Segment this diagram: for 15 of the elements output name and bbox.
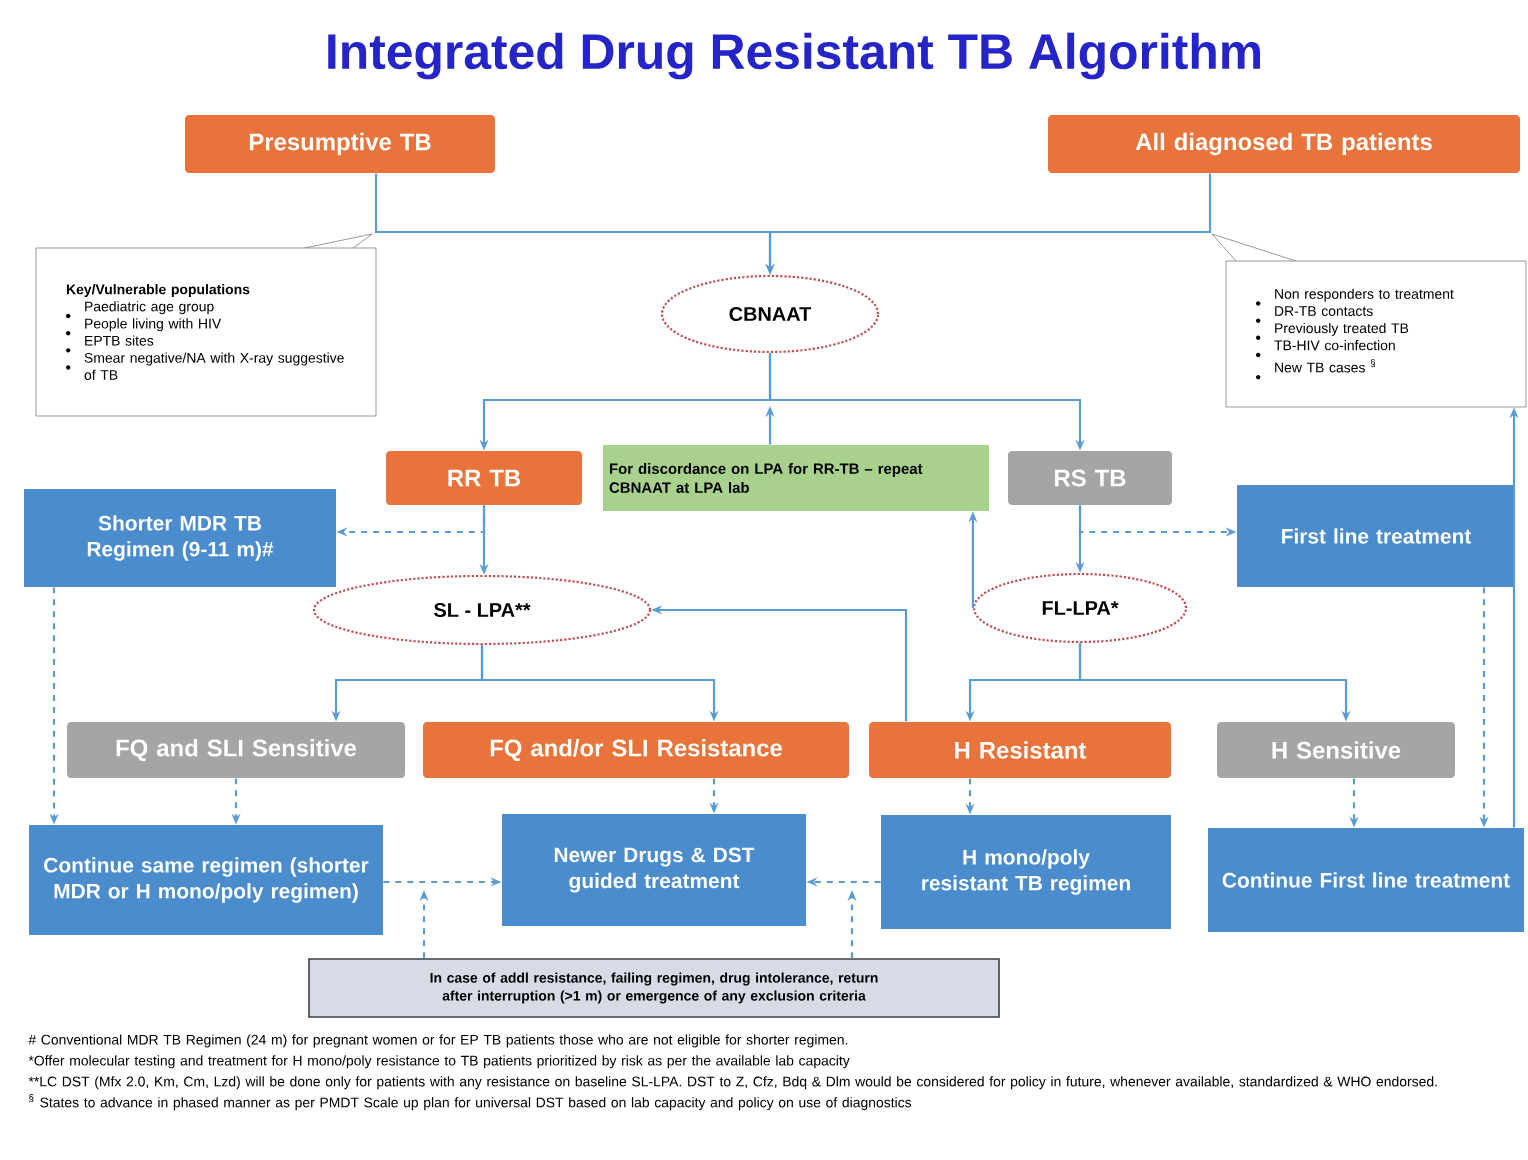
result-box: Presumptive TB — [185, 115, 495, 173]
result-box: RS TB — [1008, 451, 1172, 505]
result-box: All diagnosed TB patients — [1048, 115, 1520, 173]
treatment-box: Continue First line treatment — [1208, 828, 1524, 932]
treatment-box: First line treatment — [1237, 485, 1515, 587]
result-box: FQ and/or SLI Resistance — [423, 722, 849, 778]
result-box: FQ and SLI Sensitive — [67, 722, 405, 778]
treatment-box: Shorter MDR TB Regimen (9-11 m)# — [24, 489, 336, 587]
treatment-box: Newer Drugs & DST guided treatment — [502, 814, 806, 926]
treatment-box: Continue same regimen (shorter MDR or H mono/poly regimen) — [29, 825, 383, 935]
result-box: RR TB — [386, 451, 582, 505]
result-box: H Sensitive — [1217, 722, 1455, 778]
title: Integrated Drug Resistant TB Algorithm — [328, 32, 1260, 80]
treatment-box: H mono/poly resistant TB regimen — [881, 815, 1171, 929]
result-box: H Resistant — [869, 722, 1171, 778]
